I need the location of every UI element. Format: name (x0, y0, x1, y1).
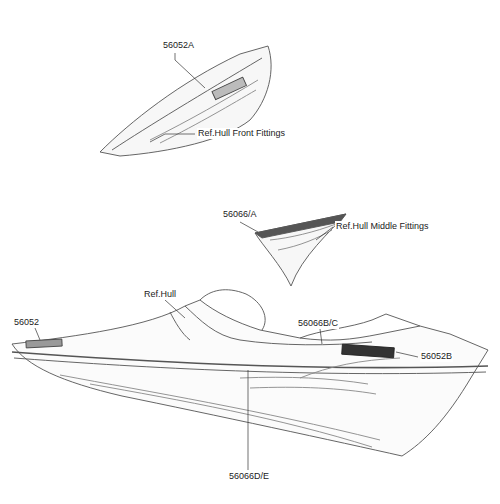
callout-number: 56066B/C (297, 318, 339, 329)
callout-number: 56052 (13, 317, 40, 328)
reference-label: Ref.Hull (143, 289, 177, 300)
hull (12, 290, 488, 456)
callout-number: 56052A (162, 40, 195, 51)
front-fitting (100, 46, 271, 156)
reference-label: Ref.Hull Middle Fittings (335, 221, 430, 232)
middle-fitting (255, 214, 346, 286)
reference-label: Ref.Hull Front Fittings (197, 128, 286, 139)
logo-decal (342, 344, 395, 358)
callout-number: 56066/A (222, 209, 258, 220)
callout-number: 56052B (420, 351, 453, 362)
leader-lines (35, 53, 418, 470)
logo-decal (212, 77, 247, 100)
logo-decal (26, 339, 62, 348)
callout-number: 56066D/E (228, 471, 270, 482)
